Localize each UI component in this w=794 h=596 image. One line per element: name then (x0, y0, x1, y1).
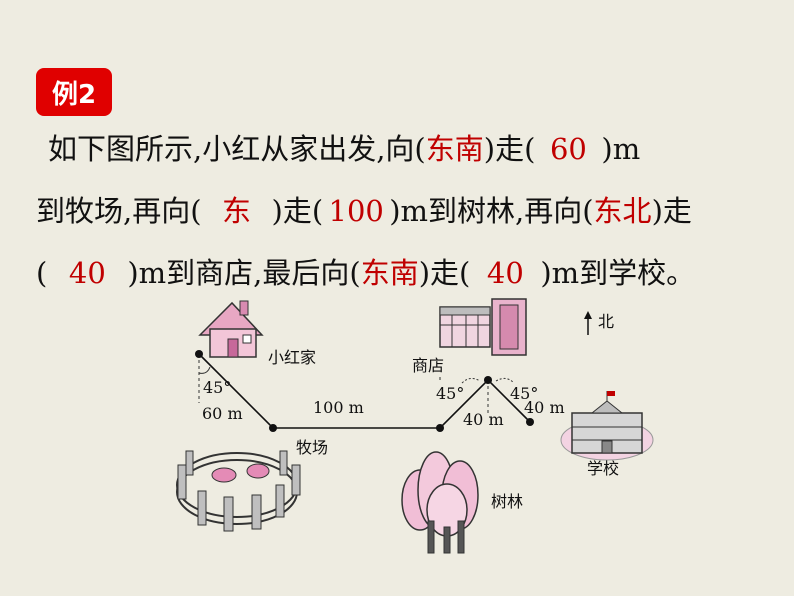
label-school: 学校 (587, 459, 619, 478)
north-label: 北 (598, 312, 614, 331)
answer-direction-1: 东南 (425, 132, 484, 166)
angle-label-3: 45° (510, 384, 538, 403)
answer-direction-4: 东南 (360, 256, 419, 290)
text-segment: )走( (483, 132, 536, 166)
question-line-1: 如下图所示,小红从家出发,向(东南)走( 60 )m (36, 126, 640, 168)
point-farm (269, 424, 277, 432)
forest-icon (401, 451, 479, 554)
answer-distance-4: 40 (486, 256, 524, 290)
school-icon (560, 391, 654, 461)
text-segment: 到牧场,再向( (36, 194, 202, 228)
distance-label-2: 100 m (313, 398, 364, 417)
text-segment: 如下图所示,小红从家出发,向( (48, 132, 426, 166)
point-school (526, 418, 534, 426)
route-diagram: 北 (176, 298, 654, 554)
answer-direction-3: 东北 (593, 194, 652, 228)
north-arrow-icon (584, 311, 592, 335)
example-badge: 例2 (36, 68, 112, 116)
label-forest: 树林 (491, 492, 523, 511)
question-line-2: 到牧场,再向( 东 )走(100)m到树林,再向(东北)走 (36, 188, 692, 230)
text-segment: )走( (271, 194, 324, 228)
answer-distance-1: 60 (549, 132, 587, 166)
text-segment: )m (601, 132, 641, 166)
answer-distance-2: 100 (328, 194, 384, 228)
text-segment: ( (36, 256, 48, 290)
label-farm: 牧场 (296, 438, 328, 457)
angle-label-2: 45° (436, 384, 464, 403)
question-line-3: (40 )m到商店,最后向(东南)走( 40 )m到学校。 (36, 250, 695, 292)
text-segment: )走 (651, 194, 692, 228)
text-segment: )m到商店,最后向( (127, 256, 361, 290)
distance-label-3: 40 m (463, 410, 504, 429)
house-icon (198, 300, 264, 358)
label-home: 小红家 (268, 348, 316, 367)
shop-icon (439, 298, 527, 356)
point-shop (484, 376, 492, 384)
point-home (195, 350, 203, 358)
distance-label-4: 40 m (524, 398, 565, 417)
point-forest (436, 424, 444, 432)
answer-direction-2: 东 (222, 194, 252, 228)
distance-label-1: 60 m (202, 404, 243, 423)
angle-label-1: 45° (203, 378, 231, 397)
answer-distance-3: 40 (68, 256, 106, 290)
text-segment: )走( (418, 256, 471, 290)
text-segment: )m到树林,再向( (389, 194, 594, 228)
text-segment: )m到学校。 (540, 256, 696, 290)
farm-fence-icon (176, 450, 301, 532)
label-shop: 商店 (412, 356, 444, 375)
